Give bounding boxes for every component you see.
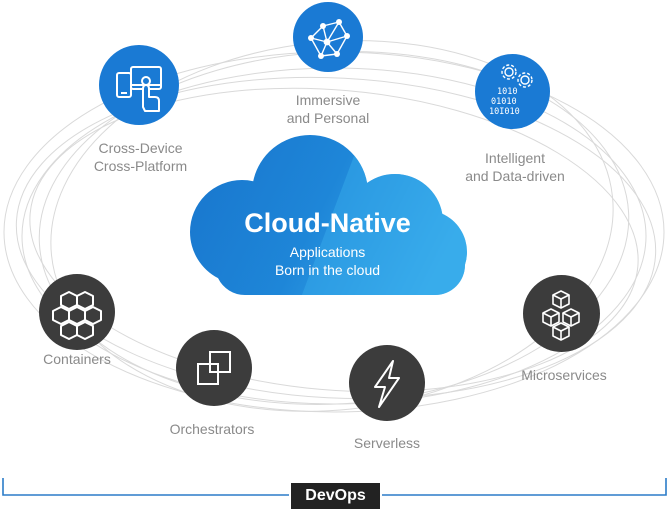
touch-devices-icon [116, 66, 162, 112]
serverless-label: Serverless [353, 435, 421, 451]
network-graph-icon [308, 19, 350, 59]
intelligent-label-line1: Intelligent [485, 150, 545, 166]
intelligent-label-line2: and Data-driven [465, 168, 565, 184]
devops-label: DevOps [291, 483, 380, 509]
containers-label: Containers [43, 351, 111, 367]
microservices-label: Microservices [521, 367, 607, 383]
immersive-label-line2: and Personal [286, 110, 370, 126]
cloud-subtitle-line1: Applications [289, 244, 366, 260]
orchestrators-label: Orchestrators [169, 421, 255, 437]
cross-device-label-line2: Cross-Platform [93, 158, 188, 174]
binary-gears-icon: 1010 01010 10I010 [489, 64, 533, 117]
containers-node [39, 274, 115, 350]
devops-bracket [2, 478, 667, 496]
cloud-subtitle-line2: Born in the cloud [274, 262, 381, 278]
intelligent-node: 1010 01010 10I010 [475, 54, 550, 129]
lightning-bolt-icon [374, 360, 400, 408]
orchestrators-node [176, 330, 252, 406]
serverless-node [349, 345, 425, 421]
stacked-squares-icon [197, 351, 231, 385]
binary-row-3: 10I010 [489, 107, 520, 117]
cross-device-label-line1: Cross-Device [98, 140, 183, 156]
cross-device-node [99, 45, 179, 125]
binary-row-1: 1010 [497, 87, 517, 97]
cloud-title: Cloud-Native [244, 208, 411, 238]
microservices-node [523, 275, 600, 352]
immersive-node [293, 2, 363, 72]
hexagons-icon [52, 291, 102, 340]
cubes-icon [542, 290, 580, 341]
binary-row-2: 01010 [491, 97, 517, 107]
immersive-label-line1: Immersive [295, 92, 361, 108]
